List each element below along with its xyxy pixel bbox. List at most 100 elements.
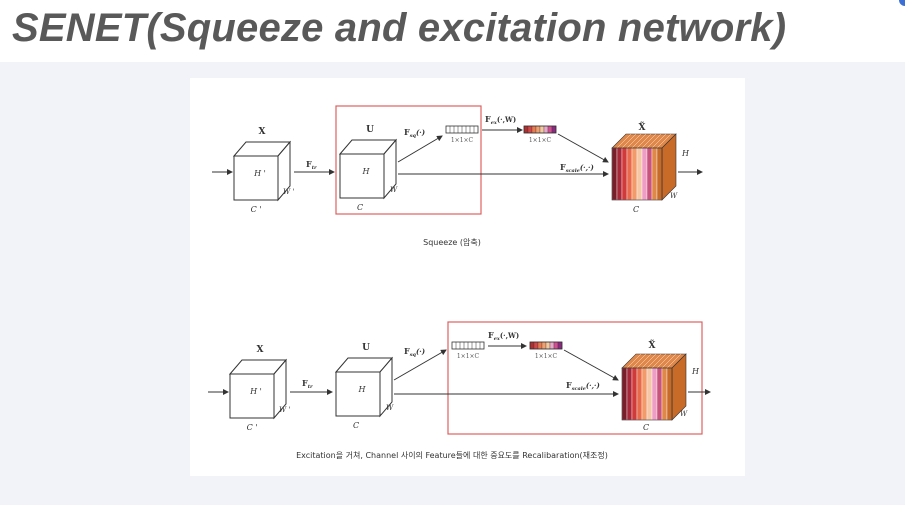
feature-cube-u [338, 138, 398, 200]
output-channel-slice [646, 367, 653, 421]
caption-excitation: Excitation을 거쳐, Channel 사이의 Feature들에 대한… [296, 450, 608, 460]
excitation-cell [553, 341, 559, 350]
output-channel-slice [631, 147, 638, 201]
label-f-ex: Fex(·,W) [488, 330, 519, 342]
output-cube-top-divider [641, 353, 657, 369]
output-channel-slice [661, 367, 668, 421]
label-vec2-dims: 1×1×C [529, 137, 552, 144]
f-sq-arrow [393, 349, 447, 381]
excitation-highlight-box [447, 321, 703, 435]
output-cube-front-outline [621, 367, 673, 421]
label-u-w: W [390, 186, 398, 194]
label-x-h: H ' [253, 169, 266, 178]
excitation-cell [533, 341, 539, 350]
label-out-w: W [680, 410, 688, 418]
excitation-cell [545, 341, 551, 350]
excitation-cell [535, 125, 541, 134]
output-cube-top-divider [621, 133, 637, 149]
label-x-w: W ' [283, 188, 294, 196]
output-cube [621, 353, 687, 421]
output-channel-slice [626, 147, 633, 201]
label-u-c: C [357, 203, 363, 212]
excitation-cell [541, 341, 547, 350]
label-u-h: H [358, 385, 367, 394]
excitation-vector [529, 341, 563, 350]
excitation-cell [529, 341, 535, 350]
input-cube-x [228, 358, 288, 420]
corner-accent [899, 0, 905, 6]
output-channel-slice [656, 367, 663, 421]
squeeze-vector [451, 341, 485, 350]
label-out-c: C [633, 205, 639, 214]
output-channel-slice [611, 147, 618, 201]
label-u-c: C [353, 421, 359, 430]
label-vec2-dims: 1×1×C [535, 353, 558, 360]
label-f-sq: Fsq(·) [404, 127, 425, 139]
label-x-tilde: X̃ [639, 121, 646, 133]
output-channel-slice [646, 147, 653, 201]
excitation-cell [549, 341, 555, 350]
output-cube-top-divider [626, 133, 642, 149]
se-diagram-svg: X H ' W ' C ' Ftr U H W C Fsq(·) [208, 105, 711, 460]
output-cube-top-divider [646, 133, 662, 149]
excitation-diagram: X H ' W ' C ' Ftr U H W C Fsq(·) [208, 321, 711, 460]
output-channel-slice [621, 367, 628, 421]
output-cube-top-divider [626, 353, 642, 369]
output-channel-slice [636, 367, 643, 421]
label-x-w: W ' [279, 406, 290, 414]
label-x-h: H ' [249, 387, 262, 396]
output-cube-top-divider [631, 133, 647, 149]
output-cube-top-divider [641, 133, 657, 149]
output-channel-slice [651, 147, 658, 201]
excitation-vector-outline [523, 125, 557, 134]
output-cube-top-divider [636, 133, 652, 149]
output-cube [611, 133, 677, 201]
label-x-tilde: X̃ [649, 339, 656, 351]
output-cube-front-outline [611, 147, 663, 201]
output-channel-slice [621, 147, 628, 201]
output-cube-top-divider [651, 353, 667, 369]
excitation-vector-outline [529, 341, 563, 350]
output-cube-top-divider [656, 353, 672, 369]
output-channel-slice [641, 147, 648, 201]
output-cube-top-divider [631, 353, 647, 369]
squeeze-vector [445, 125, 479, 134]
excitation-cell [557, 341, 563, 350]
output-channel-slice [666, 367, 673, 421]
label-f-sq: Fsq(·) [404, 346, 425, 358]
input-cube-x [232, 140, 292, 202]
label-vec1-dims: 1×1×C [451, 137, 474, 144]
label-out-w: W [670, 192, 678, 200]
output-channel-slice [631, 367, 638, 421]
label-f-ex: Fex(·,W) [485, 114, 516, 126]
caption-squeeze: Squeeze (압축) [423, 238, 481, 247]
output-cube-top-divider [636, 353, 652, 369]
label-u-h: H [362, 167, 371, 176]
squeeze-highlight-box [335, 105, 482, 215]
label-out-h: H [691, 367, 700, 376]
label-f-scale: Fscale(·,·) [560, 162, 594, 174]
label-f-tr: Ftr [306, 159, 317, 171]
label-x: X [259, 127, 266, 137]
excitation-cell [523, 125, 529, 134]
label-x: X [257, 345, 264, 355]
output-channel-slice [651, 367, 658, 421]
label-out-h: H [681, 149, 690, 158]
output-channel-slice [641, 367, 648, 421]
output-cube-top-divider [616, 133, 632, 149]
excitation-cell [527, 125, 533, 134]
excitation-cell [537, 341, 543, 350]
output-cube-top-divider [656, 133, 672, 149]
excitation-cell [551, 125, 557, 134]
title-bar: SENET(Squeeze and excitation network) [0, 0, 905, 62]
excitation-to-output-arrow [557, 133, 609, 163]
output-channel-slice [656, 147, 663, 201]
label-vec1-dims: 1×1×C [457, 353, 480, 360]
output-cube-top-divider [661, 353, 677, 369]
excitation-to-output-arrow [563, 349, 619, 381]
label-f-tr: Ftr [302, 378, 313, 390]
label-u: U [366, 125, 374, 135]
label-x-c: C ' [247, 423, 258, 432]
label-x-c: C ' [251, 205, 262, 214]
excitation-cell [531, 125, 537, 134]
